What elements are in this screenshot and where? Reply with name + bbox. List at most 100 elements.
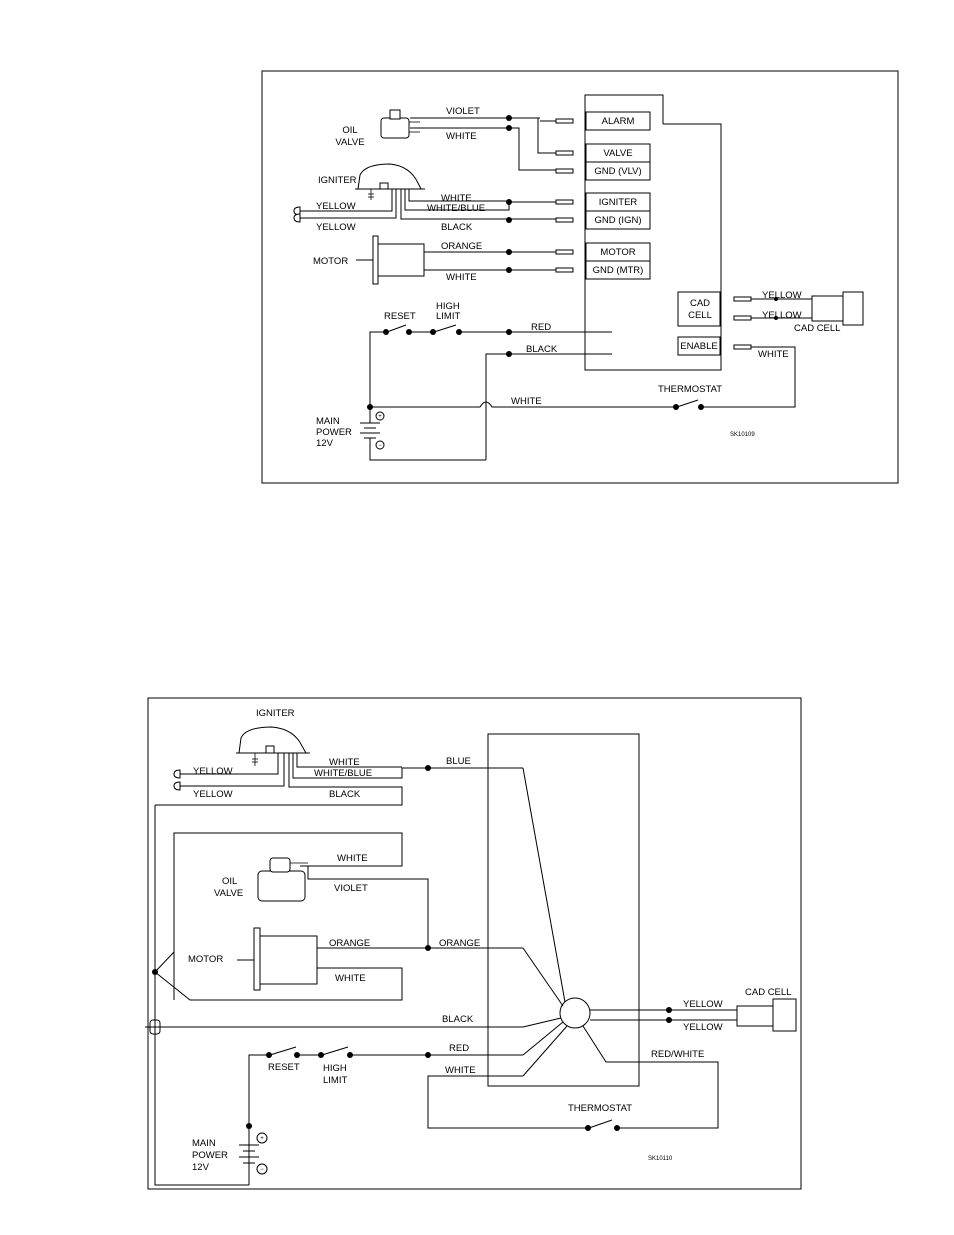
white-enable-label: WHITE [758,349,789,360]
main-power-label-1: MAIN [316,416,340,427]
white-label-2: WHITE [445,1065,476,1076]
motor-label: MOTOR [313,256,348,267]
violet-label-2: VIOLET [334,883,368,894]
enable-box [677,336,721,356]
violet-wire-2 [307,866,429,947]
white-bottom-wire [370,401,675,408]
oil-valve-label-1: OIL [342,125,357,136]
node [506,115,512,121]
red-white-label: RED/WHITE [651,1049,704,1060]
terminal-igniter-label: IGNITER [599,197,638,208]
thermostat-switch-2 [588,1119,613,1129]
white-motor-label: WHITE [446,272,477,283]
control-hub [559,997,591,1029]
black-power-wire [485,353,612,460]
thermostat-switch [676,399,699,408]
igniter-label-2: IGNITER [256,708,295,719]
plus-sign-2: + [260,1136,264,1142]
enable-wire [701,346,796,408]
black-label-2: BLACK [442,1014,474,1025]
white-thermostat-wire [427,1075,587,1129]
ground-bus [154,805,249,1186]
minus-sign: − [378,443,382,449]
diagram-1-frame [261,70,899,484]
white-ign-label-2: WHITE [329,757,360,768]
yellow-wire-2a [180,753,279,775]
yellow-lead-ends [293,206,301,223]
cad-yellow-1-label-2: YELLOW [683,999,723,1010]
diagram-code: SK10109 [730,432,755,438]
oil-valve-label-2b: VALVE [214,888,243,899]
violet-label: VIOLET [446,106,480,117]
terminal-valve-label: VALVE [603,148,632,159]
igniter-icon [355,163,425,200]
yellow-lead-ends-2 [173,769,181,791]
igniter-label: IGNITER [318,175,357,186]
high-limit-switch-2 [321,1046,349,1056]
oil-valve-icon [380,109,420,139]
black-ign-wire-2 [155,753,403,806]
high-limit-switch [433,324,457,333]
cad-cell-icon [811,295,844,322]
blue-label: BLUE [446,756,471,767]
igniter-icon-2 [236,726,310,766]
yellow-2-label-2: YELLOW [193,789,233,800]
main-power-label-2b: POWER [192,1150,228,1161]
orange-motor-label: ORANGE [329,938,370,949]
terminal-gnd-vlv [585,161,651,181]
terminal-alarm [585,111,651,131]
node [506,125,512,131]
white-valve-wire [410,127,556,171]
control-module [487,733,640,1087]
red-white-wire [582,1025,719,1129]
black-power-label: BLACK [526,344,558,355]
battery-icon-2 [239,1126,268,1175]
white-motor-label-2: WHITE [335,973,366,984]
white-bottom-label: WHITE [511,396,542,407]
yellow-1-label-2: YELLOW [193,766,233,777]
plus-sign: + [378,414,382,420]
high-limit-label-2: LIMIT [436,311,460,322]
reset-switch [386,324,407,333]
oil-valve-icon-2 [257,857,308,902]
white-ign-label: WHITE [441,193,472,204]
white-valve-wire-2 [173,832,403,1000]
black-ign-label-2: BLACK [329,789,361,800]
white-blue-label-2: WHITE/BLUE [314,768,372,779]
thermostat-label: THERMOSTAT [658,384,722,395]
main-power-label-2c: 12V [192,1162,210,1173]
battery-icon [360,407,486,461]
oil-valve-label-2: VALVE [335,137,364,148]
main-power-label-2a: MAIN [192,1138,216,1149]
terminal-gnd-mtr [585,260,651,280]
terminal-gnd-vlv-label: GND (VLV) [594,166,641,177]
terminal-gnd-ign-label: GND (IGN) [595,215,642,226]
cad-cell-box-label-2: CELL [688,310,712,321]
yellow-wire-2b [180,753,285,787]
cad-cell-label-2: CAD CELL [745,987,791,998]
diagram-2: IGNITER YELLOW YELLOW WHITE WHITE/BLUE B… [145,697,802,1190]
control-module-outline [584,94,722,371]
cad-yellow-2-label-2: YELLOW [683,1022,723,1033]
white-motor-wire-2 [154,967,403,1001]
motor-icon-2 [237,927,318,991]
terminal-alarm-label: ALARM [602,116,635,127]
orange-label: ORANGE [441,241,482,252]
white-valve-label: WHITE [446,131,477,142]
yellow-2-label: YELLOW [316,222,356,233]
black-ign-wire [400,189,556,220]
minus-sign-2: − [260,1167,264,1173]
terminal-gnd-ign [585,210,651,230]
reset-switch-2 [269,1046,297,1056]
main-power-label-3: 12V [316,438,334,449]
thermostat-label-2: THERMOSTAT [568,1103,632,1114]
white-blue-label: WHITE/BLUE [427,203,485,214]
high-limit-label-1: HIGH [436,301,460,312]
terminal-gnd-mtr-label: GND (MTR) [593,265,644,276]
yellow-wire-1 [300,189,393,212]
cad-cell-icon-2 [736,1005,774,1027]
reset-label-2: RESET [268,1062,300,1073]
cad-yellow-1-label: YELLOW [762,290,802,301]
main-power-label-2: POWER [316,427,352,438]
